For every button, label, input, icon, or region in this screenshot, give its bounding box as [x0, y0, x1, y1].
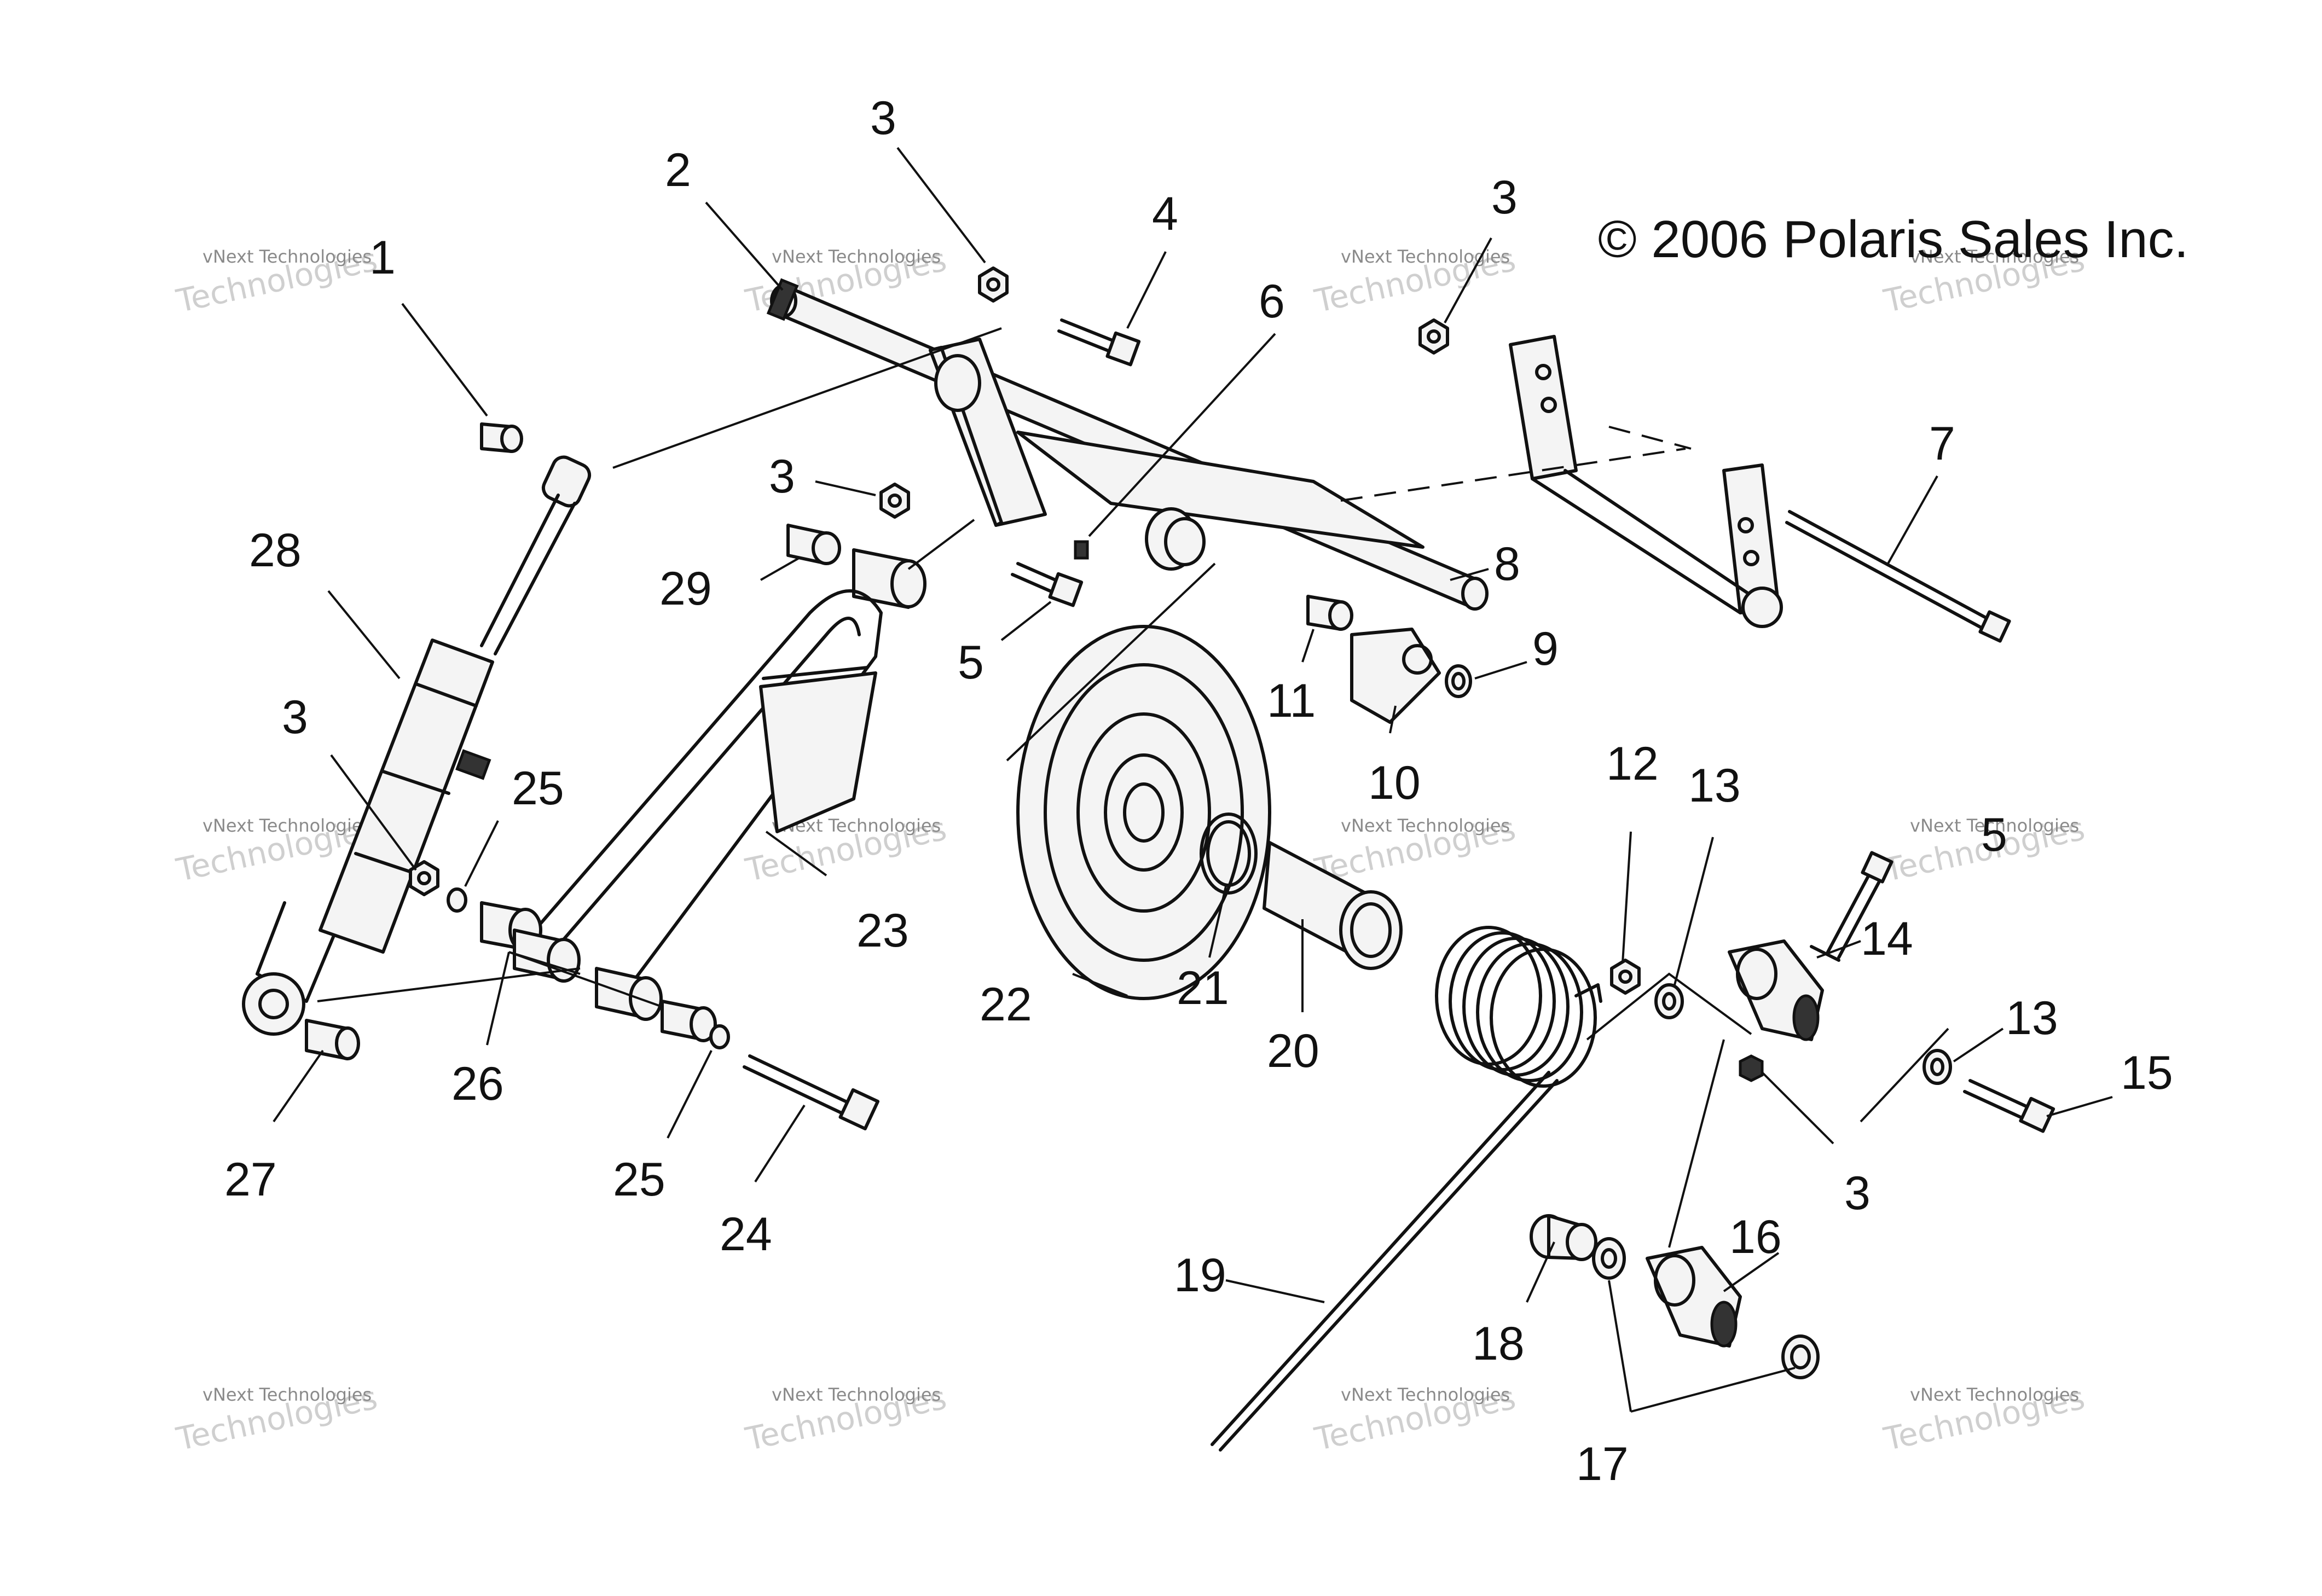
callout-label: 7	[1929, 417, 1955, 470]
callout-label: 13	[1688, 759, 1741, 812]
callout-label: 3	[769, 450, 795, 503]
nut-3-shock	[409, 860, 439, 896]
shock-absorber	[242, 455, 592, 1036]
callout-label: 24	[720, 1208, 772, 1261]
washer-9	[1445, 664, 1472, 698]
watermark: Technologies vNext Technologies	[742, 1379, 950, 1458]
callout-label: 28	[249, 524, 302, 577]
watermark: Technologies vNext Technologies	[1311, 810, 1519, 889]
callout-label: 14	[1861, 913, 1913, 965]
bolt-5-left	[1011, 562, 1084, 607]
callout-label: 22	[980, 978, 1032, 1031]
callout-label: 25	[613, 1153, 665, 1206]
bolt-15	[1963, 1079, 2055, 1133]
callout-label: 12	[1606, 738, 1659, 790]
callout-label: 4	[1152, 188, 1178, 240]
bushing-27	[305, 1019, 360, 1060]
rod-7	[1785, 510, 2011, 643]
watermark-small: vNext Technologies	[772, 246, 941, 267]
copyright-notice: © 2006 Polaris Sales Inc.	[1598, 210, 2188, 269]
watermark-small: vNext Technologies	[1910, 246, 2079, 267]
callout-label: 21	[1177, 962, 1229, 1014]
callout-label: 16	[1729, 1211, 1782, 1263]
bushings-17	[1592, 1237, 1820, 1379]
watermark: Technologies vNext Technologies	[1311, 1379, 1519, 1458]
callout-label: 15	[2121, 1047, 2173, 1099]
callout-label: 1	[369, 231, 396, 284]
adjuster-cam-10	[1350, 628, 1441, 724]
sleeve-20	[1263, 841, 1403, 970]
nut-3-clamp	[1739, 1054, 1764, 1082]
watermark: Technologies vNext Technologies	[173, 241, 381, 320]
callout-label: 17	[1576, 1438, 1629, 1490]
callout-label: 5	[1981, 809, 2007, 861]
assembly-lines	[317, 327, 1949, 1248]
nut-12	[1610, 959, 1641, 995]
watermark-small: vNext Technologies	[772, 1384, 941, 1405]
bushing-1	[480, 422, 523, 453]
bolt-4	[1057, 318, 1141, 367]
callout-label: 2	[665, 144, 691, 196]
bushings-26	[447, 887, 730, 1049]
callout-label: 26	[451, 1058, 504, 1110]
callout-label: 18	[1472, 1318, 1525, 1370]
nut-3-top	[978, 266, 1009, 303]
watermark-small: vNext Technologies	[1341, 1384, 1510, 1405]
callout-labels: 1 2 3 3 3 3 3 4 5 5 6 7 8 9 10 11 12 13 …	[224, 92, 2173, 1490]
callout-label: 8	[1494, 538, 1520, 590]
callout-label: 3	[282, 691, 308, 744]
watermark: Technologies vNext Technologies	[1880, 1379, 2088, 1458]
bushing-18	[1530, 1214, 1597, 1261]
callout-label: 6	[1259, 275, 1285, 328]
callout-label: 3	[1491, 171, 1518, 224]
callout-label: 25	[512, 762, 564, 815]
callout-label: 29	[659, 562, 712, 615]
callout-label: 3	[1844, 1167, 1871, 1220]
watermark: Technologies vNext Technologies	[1880, 241, 2088, 320]
watermark: Technologies vNext Technologies	[742, 810, 950, 889]
callout-label: 9	[1532, 623, 1559, 675]
watermark-small: vNext Technologies	[1341, 815, 1510, 836]
callout-label: 3	[870, 92, 896, 144]
watermark-small: vNext Technologies	[202, 815, 372, 836]
bushing-11	[1306, 595, 1353, 631]
watermark: Technologies vNext Technologies	[1311, 241, 1519, 320]
torsion-spring-19	[1211, 926, 1602, 1452]
bolt-24	[743, 1054, 880, 1130]
callout-label: 5	[958, 636, 984, 689]
nut-3-right	[1418, 318, 1449, 355]
watermark-small: vNext Technologies	[1910, 1384, 2079, 1405]
bolt-5-right	[1810, 851, 1893, 962]
callout-label: 19	[1174, 1249, 1226, 1302]
watermark-small: vNext Technologies	[202, 246, 372, 267]
washer-13-top	[1654, 983, 1684, 1019]
washer-13-right	[1923, 1049, 1952, 1085]
bushings-29	[786, 524, 927, 609]
label-leaders	[273, 147, 2113, 1413]
callout-label: 27	[224, 1153, 277, 1206]
clamp-16	[1646, 1246, 1742, 1348]
callout-label: 10	[1368, 757, 1421, 809]
nut-3-mid	[879, 483, 910, 519]
callout-label: 20	[1267, 1025, 1319, 1077]
watermark: Technologies vNext Technologies	[173, 1379, 381, 1458]
grease-fitting-6	[1074, 540, 1089, 560]
callout-label: 23	[856, 904, 909, 957]
torque-arm	[524, 589, 883, 1003]
ring-21	[1200, 812, 1258, 895]
rear-bracket	[1509, 335, 1783, 628]
callout-label: 11	[1267, 675, 1316, 727]
spring-clamp-14	[1728, 939, 1824, 1041]
callout-label: 13	[2006, 992, 2058, 1044]
watermark-small: vNext Technologies	[202, 1384, 372, 1405]
watermark-small: vNext Technologies	[1910, 815, 2079, 836]
idler-wheel-22	[1016, 625, 1271, 1000]
